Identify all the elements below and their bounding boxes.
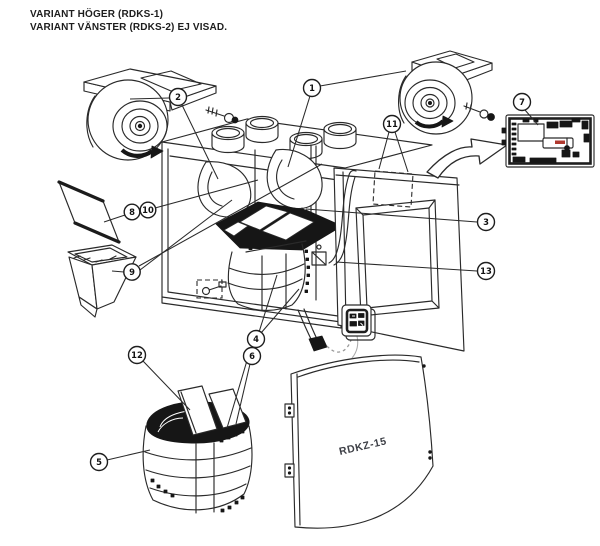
rotor-cassette — [142, 385, 253, 514]
cassette-plate — [177, 385, 218, 436]
control-pcb — [501, 114, 595, 168]
svg-text:2: 2 — [175, 92, 181, 102]
filter-panel — [57, 180, 121, 244]
cassette-plate — [208, 388, 247, 429]
callout-10: 10 — [139, 201, 157, 219]
callout-5: 5 — [89, 452, 109, 472]
callout-balloons: 1 2 3 4 5 6 7 8 9 — [89, 78, 532, 472]
svg-text:5: 5 — [96, 457, 102, 467]
controller-cable-dashed — [326, 339, 352, 353]
svg-text:6: 6 — [249, 351, 255, 361]
callout-12: 12 — [127, 345, 147, 365]
rotation-arrow-icon — [414, 119, 445, 129]
callout-8: 8 — [123, 203, 141, 221]
callout-9: 9 — [123, 263, 141, 281]
duct-spigot — [323, 121, 357, 150]
fan-screw — [205, 106, 239, 124]
panel-hinge — [284, 463, 295, 478]
fan-housing — [87, 79, 169, 161]
main-unit-body — [161, 115, 433, 329]
leader-lines — [103, 70, 539, 461]
cable-connector — [308, 335, 328, 352]
pcb-transformer — [517, 123, 545, 142]
unit-bottom-edge — [161, 296, 342, 329]
pcb-terminals — [501, 117, 590, 164]
controller-unit — [297, 304, 376, 359]
svg-text:13: 13 — [480, 266, 492, 276]
callout-1: 1 — [302, 78, 322, 98]
callout-13: 13 — [476, 261, 496, 281]
condensate-funnel — [67, 244, 137, 318]
fan-housing — [399, 61, 473, 135]
duct-spigot — [245, 115, 279, 144]
duct-spigot — [211, 125, 245, 154]
svg-text:1: 1 — [309, 83, 315, 93]
callout-6: 6 — [242, 346, 262, 366]
svg-text:8: 8 — [129, 207, 135, 217]
clamp-strip-dots — [248, 239, 293, 250]
callout-11: 11 — [382, 114, 402, 134]
variant-line-1: VARIANT HÖGER (RDKS-1) — [30, 9, 164, 20]
svg-text:9: 9 — [129, 267, 135, 277]
power-cable — [297, 308, 318, 342]
callout-4: 4 — [246, 329, 266, 349]
cassette-clips — [150, 429, 245, 513]
label-position-dashed-area — [372, 170, 414, 208]
detail-arrow-icon — [426, 138, 508, 179]
controller-body — [341, 304, 372, 337]
callout-2: 2 — [168, 87, 188, 107]
callout-7: 7 — [512, 92, 532, 112]
panel-hinge — [284, 403, 295, 418]
variant-note: VARIANT HÖGER (RDKS-1) VARIANT VÄNSTER (… — [30, 8, 227, 34]
pcb-red-marking — [555, 140, 565, 144]
svg-text:11: 11 — [386, 119, 398, 129]
fan-screw — [463, 102, 495, 121]
svg-text:4: 4 — [253, 334, 259, 344]
front-cover-panel: RDKZ-15 — [284, 354, 434, 529]
variant-line-2: VARIANT VÄNSTER (RDKS-2) EJ VISAD. — [30, 22, 228, 33]
svg-text:10: 10 — [142, 205, 154, 215]
rotation-arrow-icon — [120, 148, 154, 158]
callout-3: 3 — [476, 212, 496, 232]
rotor-drum-internal — [227, 243, 310, 312]
exhaust-fan — [398, 50, 495, 135]
svg-text:7: 7 — [519, 97, 525, 107]
drain-fitting — [196, 279, 227, 299]
bypass-bracket — [311, 244, 327, 266]
svg-text:12: 12 — [131, 350, 143, 360]
svg-text:3: 3 — [483, 217, 489, 227]
